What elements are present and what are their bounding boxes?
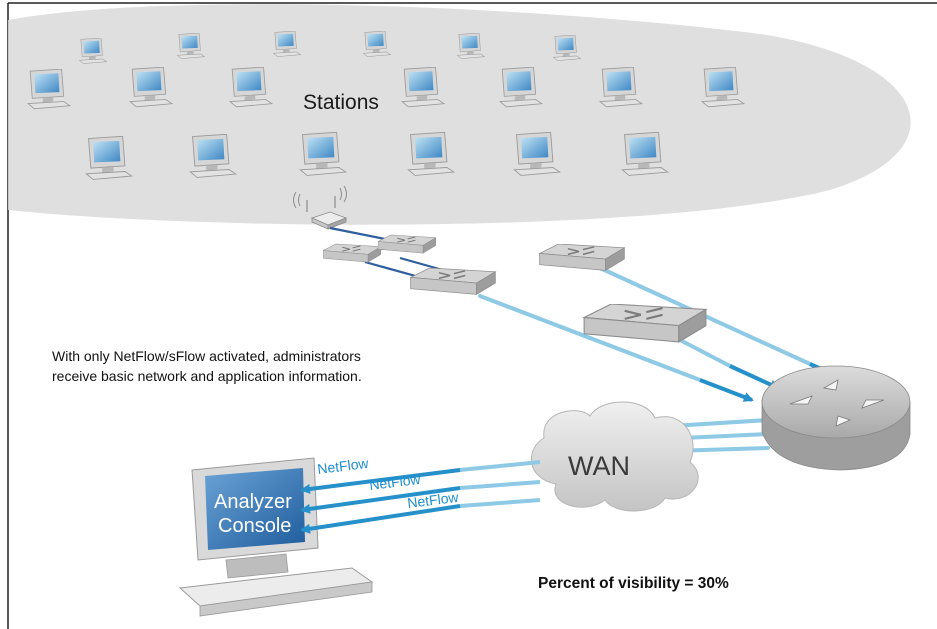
analyzer-label-line2: Console (218, 515, 291, 537)
stations-area (8, 4, 911, 225)
router (761, 365, 911, 471)
switch-5 (582, 304, 708, 344)
switch-1 (323, 243, 381, 263)
visibility-statement: Percent of visibility = 30% (538, 575, 729, 592)
netflow-arrows-blue (300, 468, 461, 534)
stations-label: Stations (303, 91, 379, 114)
switch-2 (378, 234, 436, 254)
wan-cloud (531, 401, 699, 512)
switch-4 (538, 244, 626, 272)
netflow-label-2: NetFlow (368, 471, 422, 493)
wan-label: WAN (568, 451, 630, 481)
analyzer-console (178, 457, 374, 617)
analyzer-label-line1: Analyzer (214, 491, 292, 513)
wireless-access-point (293, 185, 348, 230)
netflow-label-1: NetFlow (316, 455, 370, 477)
caption-line-1: With only NetFlow/sFlow activated, admin… (52, 348, 361, 364)
caption-line-2: receive basic network and application in… (52, 368, 362, 384)
caption: With only NetFlow/sFlow activated, admin… (52, 346, 472, 386)
netflow-arrows (459, 460, 541, 508)
switch-3 (409, 268, 497, 296)
netflow-label-3: NetFlow (406, 489, 460, 511)
